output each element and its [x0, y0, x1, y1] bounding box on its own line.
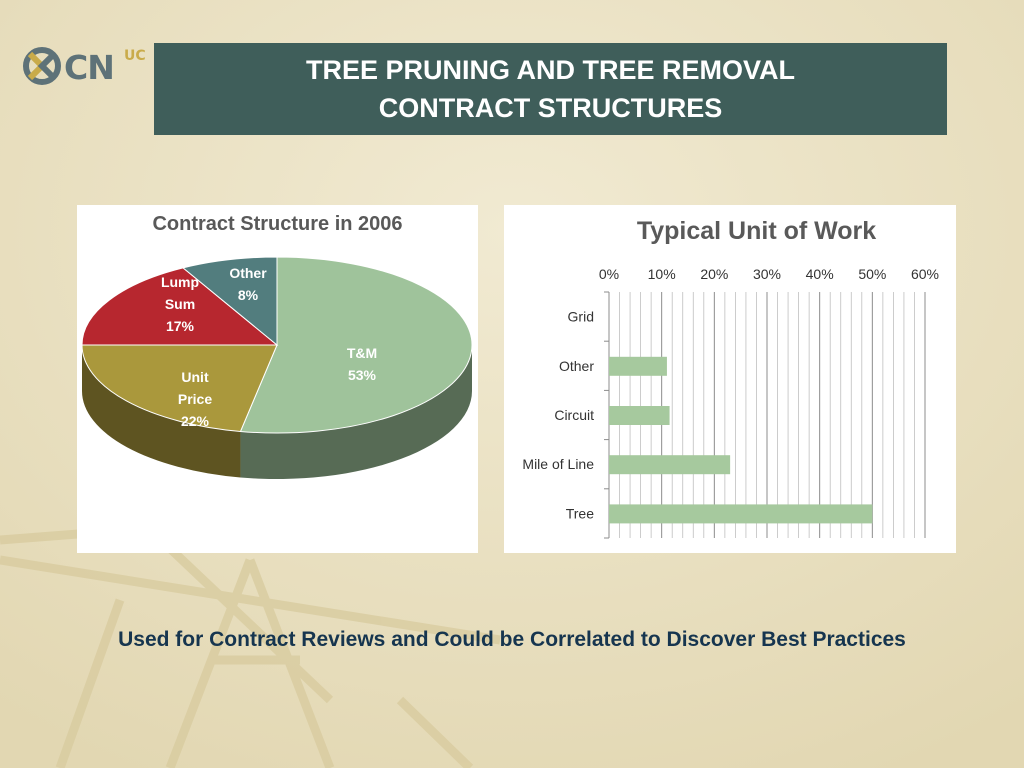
bar-other	[609, 356, 667, 376]
bar-chart-panel	[504, 205, 956, 553]
bars	[609, 356, 873, 524]
x-axis-ticks: 0% 10% 20% 30% 40% 50% 60%	[599, 266, 939, 282]
logo-emblem-icon	[23, 47, 61, 85]
bar-circuit	[609, 406, 670, 425]
page-title-line-1: TREE PRUNING AND TREE REMOVAL	[305, 55, 796, 85]
x-tick-label: 40%	[806, 266, 834, 282]
x-tick-label: 50%	[858, 266, 886, 282]
y-category-label: Other	[559, 358, 594, 374]
page-title: TREE PRUNING AND TREE REMOVAL CONTRACT S…	[154, 43, 947, 135]
x-tick-label: 60%	[911, 266, 939, 282]
pie-side-unit-price	[82, 345, 241, 478]
pie-slice-unit-price	[81, 344, 278, 432]
x-tick-label: 10%	[648, 266, 676, 282]
x-tick-label: 20%	[700, 266, 728, 282]
bar-mile-of-line	[609, 455, 731, 475]
pie-side-t-m	[240, 345, 472, 479]
y-category-label: Circuit	[554, 407, 594, 423]
logo-text-secondary: UC	[124, 48, 146, 64]
company-logo: CN UC	[22, 44, 146, 92]
x-tick-label: 0%	[599, 266, 619, 282]
pie-top	[81, 256, 473, 434]
x-tick-label: 30%	[753, 266, 781, 282]
pie-slice-lump-sum	[81, 267, 279, 346]
logo-text: CN	[64, 48, 115, 87]
pie-side-walls	[82, 345, 472, 479]
pie-slice-other	[181, 256, 278, 347]
y-category-label: Tree	[566, 505, 594, 521]
bar-plot-area	[604, 291, 926, 539]
y-category-label: Grid	[568, 309, 594, 325]
pie-chart-title: Contract Structure in 2006	[152, 213, 403, 235]
bar-chart-title: Typical Unit of Work	[636, 217, 877, 245]
y-category-label: Mile of Line	[522, 456, 594, 472]
footer-caption: Used for Contract Reviews and Could be C…	[118, 628, 906, 651]
pie-slice-t-m	[239, 256, 473, 434]
page-title-line-2: CONTRACT STRUCTURES	[378, 93, 723, 123]
bar-tree	[609, 504, 873, 524]
